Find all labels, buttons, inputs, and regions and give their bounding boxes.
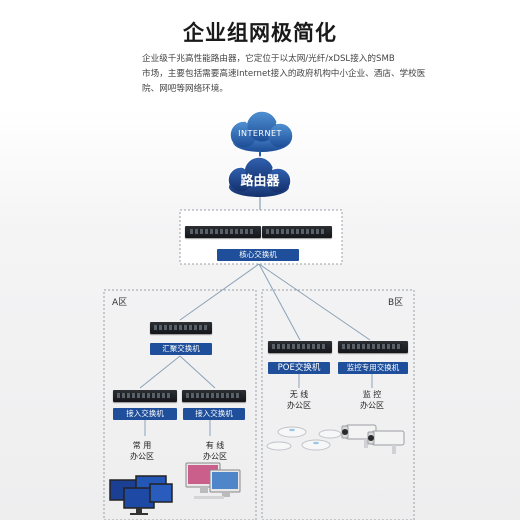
- core-switch-right-icon: [262, 226, 332, 238]
- monitor-switch-icon: [338, 341, 408, 353]
- office-common-line-1: 常 用: [132, 441, 152, 450]
- aggregation-switch-label: 汇聚交换机: [150, 343, 212, 355]
- office-wired-line-2: 办公区: [203, 452, 227, 461]
- office-monitor-line-2: 办公区: [360, 401, 384, 410]
- office-monitor-line-1: 监 控: [362, 390, 382, 399]
- core-links: [139, 263, 373, 436]
- office-wireless-label: 无 线 办公区: [274, 389, 324, 411]
- access-switch-left-label: 接入交换机: [113, 408, 177, 420]
- description-line-3: 院、网吧等网络环境。: [142, 84, 228, 94]
- poe-switch-label: POE交换机: [268, 362, 330, 374]
- core-switch-label: 核心交换机: [217, 249, 299, 261]
- office-wired-line-1: 有 线: [205, 441, 225, 450]
- access-switch-right-label: 接入交换机: [183, 408, 245, 420]
- core-switch-left-icon: [185, 226, 261, 238]
- all-in-one-computer-icon: [185, 462, 241, 499]
- access-switch-right-icon: [182, 390, 246, 402]
- monitor-switch-label: 监控专用交换机: [338, 362, 408, 374]
- office-monitor-label: 监 控 办公区: [347, 389, 397, 411]
- internet-cloud-icon: [229, 110, 294, 152]
- access-switch-left-icon: [113, 390, 177, 402]
- page-description: 企业级千兆高性能路由器，它定位于以太网/光纤/xDSL接入的SMB 市场，主要包…: [142, 52, 472, 97]
- desktop-monitors-icon: [109, 475, 173, 515]
- office-common-label: 常 用 办公区: [117, 440, 167, 462]
- aggregation-switch-icon: [150, 322, 212, 334]
- office-wired-label: 有 线 办公区: [190, 440, 240, 462]
- description-line-2: 市场，主要包括需要高速Internet接入的政府机构中小企业、酒店、学校医: [142, 69, 426, 79]
- office-wireless-line-1: 无 线: [289, 390, 309, 399]
- office-wireless-line-2: 办公区: [287, 401, 311, 410]
- poe-switch-icon: [268, 341, 332, 353]
- wireless-ap-icon: [266, 426, 342, 451]
- zone-a-frame: [103, 289, 257, 520]
- page-title: 企业组网极简化: [183, 21, 337, 45]
- zone-a-label: A区: [112, 298, 128, 308]
- router-label: 路由器: [240, 174, 280, 189]
- zone-b-frame: [261, 289, 415, 520]
- zone-b-label: B区: [388, 298, 404, 308]
- security-camera-icon: [341, 424, 405, 454]
- description-line-1: 企业级千兆高性能路由器，它定位于以太网/光纤/xDSL接入的SMB: [142, 54, 395, 64]
- office-common-line-2: 办公区: [130, 452, 154, 461]
- router-cloud-icon: [227, 156, 292, 197]
- internet-label: INTERNET: [238, 129, 282, 138]
